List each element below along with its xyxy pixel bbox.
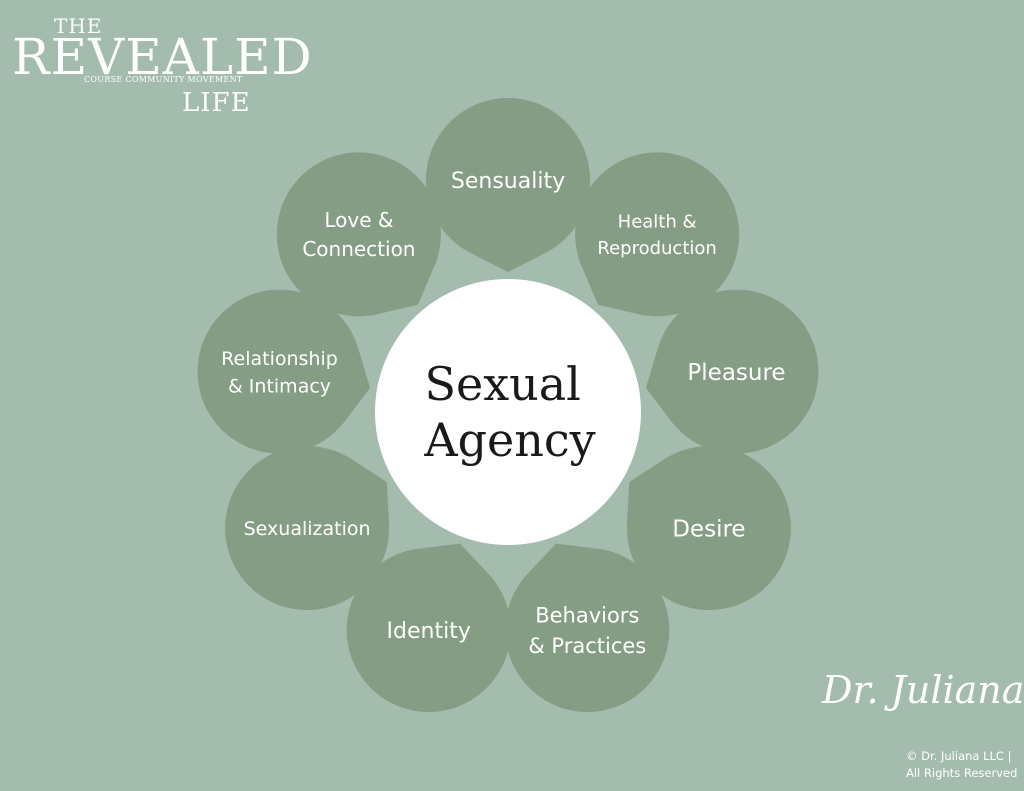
petal-label-pleasure: Pleasure — [687, 360, 785, 386]
petal-pleasure — [645, 289, 819, 454]
petal-label-line: Sexualization — [244, 518, 371, 540]
petal-label-line: Reproduction — [597, 238, 716, 259]
petal-desire — [626, 446, 791, 611]
copyright-notice: © Dr. Juliana LLC | All Rights Reserved — [906, 748, 1017, 782]
center-label-line2: Agency — [423, 413, 595, 467]
brand-life: LIFE — [182, 88, 251, 118]
petal-label-line: Love & — [324, 208, 393, 232]
petal-label-line: & Intimacy — [228, 375, 331, 397]
petal-relationship-intimacy — [197, 289, 371, 454]
copyright-line2: All Rights Reserved — [906, 766, 1018, 780]
brand-the: THE — [54, 14, 103, 38]
petal-sexualization — [225, 446, 390, 611]
petal-label-line: Identity — [387, 619, 471, 644]
signature: Dr. Juliana — [822, 668, 1024, 712]
petal-label-line: Connection — [302, 237, 415, 261]
petal-label-relationship-intimacy: Relationship & Intimacy — [221, 348, 338, 398]
petal-health-reproduction — [575, 152, 740, 317]
petal-love-connection — [276, 152, 441, 317]
center-label-line1: Sexual — [424, 357, 580, 411]
petal-label-line: Behaviors — [535, 603, 639, 627]
brand-tagline: COURSE COMMUNITY MOVEMENT — [84, 75, 243, 84]
petal-label-line: Sensuality — [451, 169, 565, 194]
petal-label-sexualization: Sexualization — [244, 518, 371, 540]
petal-label-behaviors-practices: Behaviors & Practices — [528, 603, 646, 658]
petal-label-line: Desire — [672, 516, 745, 542]
petal-identity — [346, 543, 511, 712]
center-circle — [375, 279, 641, 545]
center-label: Sexual Agency — [423, 357, 595, 467]
copyright-line1: © Dr. Juliana LLC | — [906, 749, 1012, 763]
petal-label-sensuality: Sensuality — [451, 169, 565, 194]
petal-sensuality — [426, 98, 590, 272]
petal-label-line: Pleasure — [687, 360, 785, 386]
petal-label-line: Relationship — [221, 348, 338, 370]
petal-label-line: & Practices — [528, 634, 646, 658]
petal-behaviors-practices — [505, 543, 670, 712]
petal-label-love-connection: Love & Connection — [302, 208, 415, 261]
petal-label-desire: Desire — [672, 516, 745, 542]
petal-label-health-reproduction: Health & Reproduction — [597, 212, 716, 259]
brand-revealed: REVEALED — [12, 28, 313, 86]
petal-label-identity: Identity — [387, 619, 471, 644]
petal-label-line: Health & — [618, 212, 697, 233]
